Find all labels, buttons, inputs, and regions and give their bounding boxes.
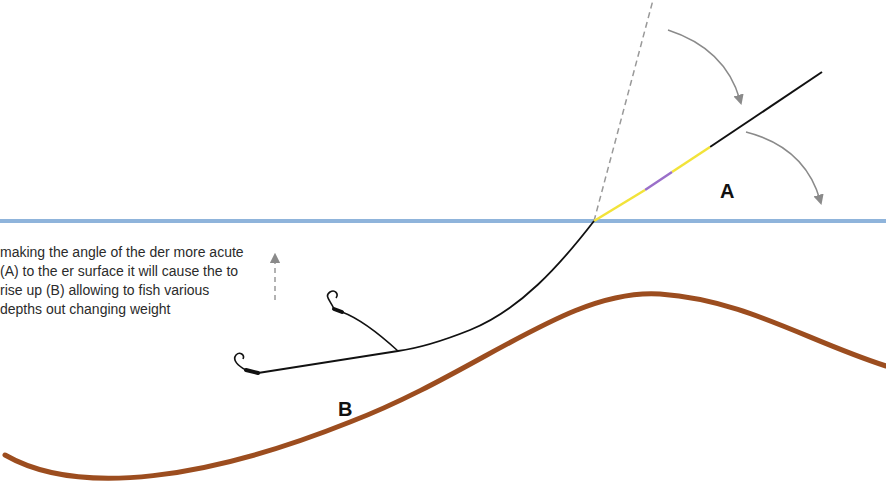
hook-symbol: [327, 291, 342, 312]
original-angle-line: [594, 0, 653, 221]
rotation-arrow: [668, 30, 740, 100]
fishing-line: [258, 221, 594, 373]
callout-letter: B: [338, 398, 352, 421]
rise-arrow: [274, 258, 276, 300]
explanation-note: making the angle of the der more acute (…: [0, 243, 245, 319]
callout-letter: A: [720, 180, 734, 203]
rod-tip: [710, 72, 822, 147]
river-bed: [5, 294, 886, 479]
water-surface: [0, 219, 886, 223]
rotation-arrow: [746, 132, 820, 200]
hook-symbol: [235, 353, 258, 373]
line-section: [645, 172, 672, 190]
line-section: [594, 190, 645, 221]
line-section: [672, 147, 710, 172]
snood-line: [342, 312, 398, 351]
